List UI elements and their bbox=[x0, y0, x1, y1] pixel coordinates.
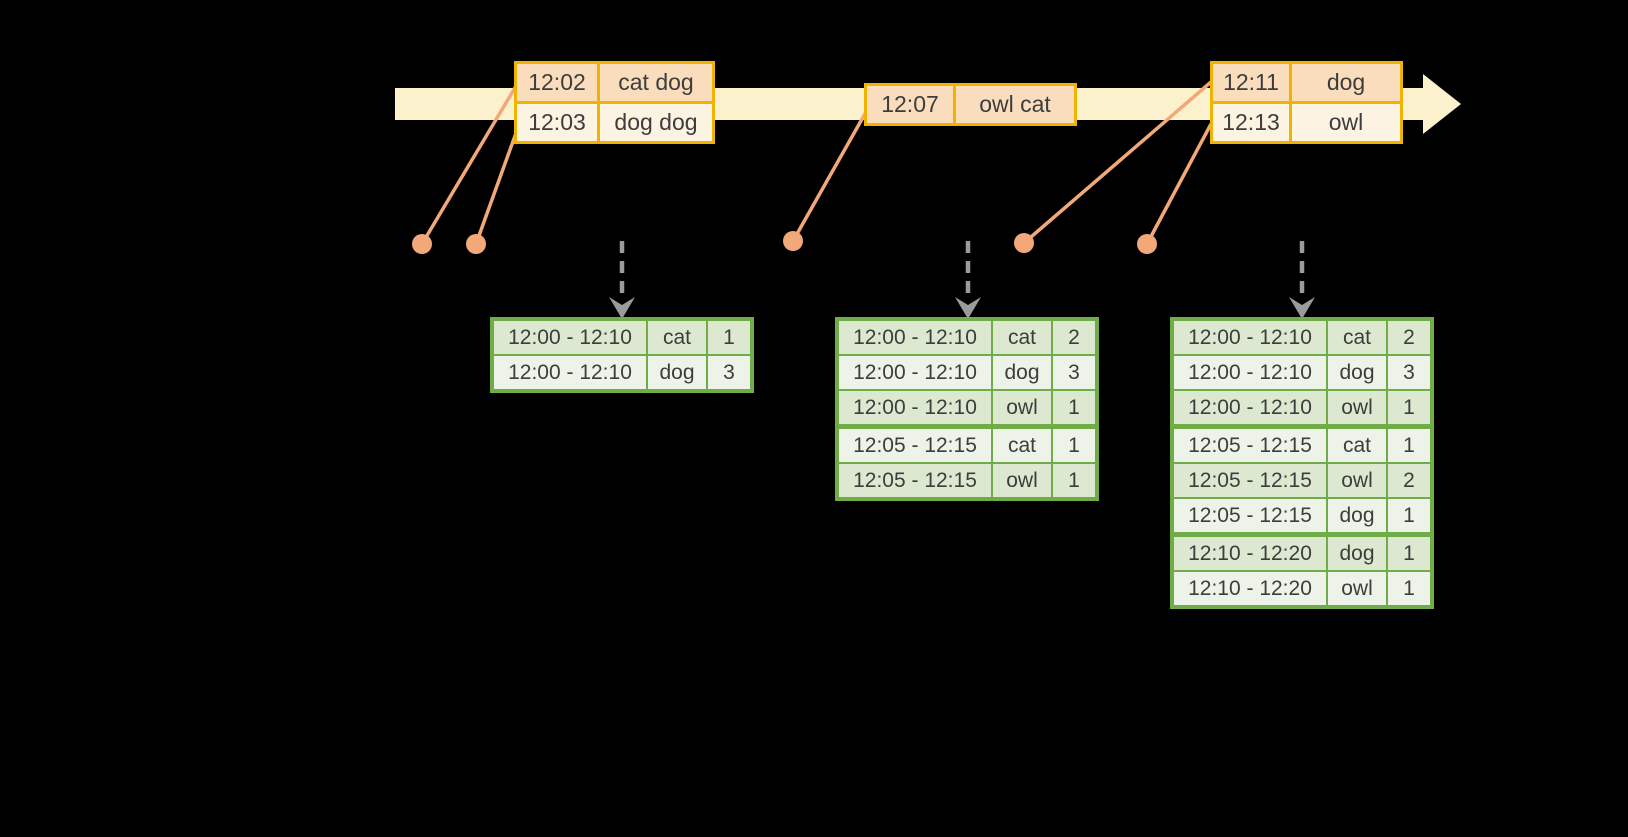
count-cell: 2 bbox=[1053, 321, 1095, 354]
event-connector-lines bbox=[420, 80, 1213, 245]
trigger-arrowhead-icon bbox=[1289, 297, 1315, 319]
window-cell: 12:00 - 12:10 bbox=[839, 391, 991, 424]
event-words-cell: dog bbox=[1292, 64, 1400, 101]
event-dots bbox=[412, 231, 1157, 254]
result-row: 12:00 - 12:10 dog 3 bbox=[494, 356, 750, 389]
result-row: 12:00 - 12:10 owl 1 bbox=[839, 391, 1095, 424]
result-row: 12:05 - 12:15 owl 1 bbox=[839, 464, 1095, 497]
result-row: 12:05 - 12:15 owl 2 bbox=[1174, 464, 1430, 497]
window-cell: 12:00 - 12:10 bbox=[494, 356, 646, 389]
result-table-3: 12:00 - 12:10 cat 2 12:00 - 12:10 dog 3 … bbox=[1170, 317, 1434, 609]
window-cell: 12:10 - 12:20 bbox=[1174, 572, 1326, 605]
event-row: 12:07 owl cat bbox=[867, 86, 1074, 123]
event-connector-line bbox=[1145, 123, 1213, 245]
window-cell: 12:05 - 12:15 bbox=[1174, 464, 1326, 497]
event-time-cell: 12:03 bbox=[517, 104, 597, 141]
window-cell: 12:00 - 12:10 bbox=[494, 321, 646, 354]
window-cell: 12:05 - 12:15 bbox=[839, 464, 991, 497]
result-row: 12:05 - 12:15 cat 1 bbox=[839, 429, 1095, 462]
word-cell: owl bbox=[1328, 572, 1386, 605]
event-dot bbox=[466, 234, 486, 254]
trigger-arrowhead-icon bbox=[955, 297, 981, 319]
result-table-1: 12:00 - 12:10 cat 1 12:00 - 12:10 dog 3 bbox=[490, 317, 754, 393]
window-cell: 12:00 - 12:10 bbox=[1174, 356, 1326, 389]
count-cell: 1 bbox=[1388, 537, 1430, 570]
word-cell: dog bbox=[648, 356, 706, 389]
count-cell: 1 bbox=[1053, 391, 1095, 424]
result-row: 12:10 - 12:20 owl 1 bbox=[1174, 572, 1430, 605]
word-cell: cat bbox=[993, 429, 1051, 462]
event-time-cell: 12:02 bbox=[517, 64, 597, 101]
event-dot bbox=[412, 234, 432, 254]
count-cell: 1 bbox=[1388, 499, 1430, 532]
event-table-1: 12:02 cat dog 12:03 dog dog bbox=[514, 61, 715, 144]
window-cell: 12:05 - 12:15 bbox=[1174, 429, 1326, 462]
word-cell: cat bbox=[993, 321, 1051, 354]
result-row: 12:10 - 12:20 dog 1 bbox=[1174, 537, 1430, 570]
event-row: 12:13 owl bbox=[1213, 104, 1400, 141]
event-dot bbox=[1137, 234, 1157, 254]
count-cell: 2 bbox=[1388, 321, 1430, 354]
event-connector-line bbox=[791, 111, 868, 242]
count-cell: 1 bbox=[708, 321, 750, 354]
result-row: 12:05 - 12:15 cat 1 bbox=[1174, 429, 1430, 462]
event-words-cell: owl bbox=[1292, 104, 1400, 141]
word-cell: owl bbox=[1328, 464, 1386, 497]
event-row: 12:02 cat dog bbox=[517, 64, 712, 101]
event-row: 12:11 dog bbox=[1213, 64, 1400, 101]
word-cell: owl bbox=[1328, 391, 1386, 424]
result-row: 12:00 - 12:10 owl 1 bbox=[1174, 391, 1430, 424]
window-cell: 12:00 - 12:10 bbox=[1174, 321, 1326, 354]
event-table-2: 12:07 owl cat bbox=[864, 83, 1077, 126]
count-cell: 1 bbox=[1388, 391, 1430, 424]
event-row: 12:03 dog dog bbox=[517, 104, 712, 141]
result-table-2: 12:00 - 12:10 cat 2 12:00 - 12:10 dog 3 … bbox=[835, 317, 1099, 501]
event-words-cell: dog dog bbox=[600, 104, 712, 141]
count-cell: 3 bbox=[708, 356, 750, 389]
word-cell: cat bbox=[1328, 429, 1386, 462]
word-cell: owl bbox=[993, 391, 1051, 424]
event-time-cell: 12:07 bbox=[867, 86, 953, 123]
window-cell: 12:00 - 12:10 bbox=[1174, 391, 1326, 424]
event-time-cell: 12:11 bbox=[1213, 64, 1289, 101]
result-row: 12:05 - 12:15 dog 1 bbox=[1174, 499, 1430, 532]
result-row: 12:00 - 12:10 cat 1 bbox=[494, 321, 750, 354]
trigger-arrowhead-icon bbox=[609, 297, 635, 319]
count-cell: 3 bbox=[1053, 356, 1095, 389]
event-connector-line bbox=[1022, 80, 1213, 245]
window-cell: 12:00 - 12:10 bbox=[839, 321, 991, 354]
event-connector-line bbox=[420, 85, 518, 245]
event-words-cell: owl cat bbox=[956, 86, 1074, 123]
word-cell: owl bbox=[993, 464, 1051, 497]
event-connector-line bbox=[474, 121, 522, 245]
event-dot bbox=[783, 231, 803, 251]
window-cell: 12:10 - 12:20 bbox=[1174, 537, 1326, 570]
window-cell: 12:05 - 12:15 bbox=[1174, 499, 1326, 532]
count-cell: 1 bbox=[1053, 464, 1095, 497]
event-table-3: 12:11 dog 12:13 owl bbox=[1210, 61, 1403, 144]
word-cell: cat bbox=[1328, 321, 1386, 354]
event-dot bbox=[1014, 233, 1034, 253]
word-cell: dog bbox=[993, 356, 1051, 389]
count-cell: 1 bbox=[1053, 429, 1095, 462]
word-cell: dog bbox=[1328, 356, 1386, 389]
trigger-arrows bbox=[609, 241, 1315, 319]
window-cell: 12:00 - 12:10 bbox=[839, 356, 991, 389]
count-cell: 1 bbox=[1388, 572, 1430, 605]
result-row: 12:00 - 12:10 dog 3 bbox=[839, 356, 1095, 389]
event-time-cell: 12:13 bbox=[1213, 104, 1289, 141]
count-cell: 3 bbox=[1388, 356, 1430, 389]
result-row: 12:00 - 12:10 dog 3 bbox=[1174, 356, 1430, 389]
event-words-cell: cat dog bbox=[600, 64, 712, 101]
word-cell: cat bbox=[648, 321, 706, 354]
count-cell: 2 bbox=[1388, 464, 1430, 497]
window-cell: 12:05 - 12:15 bbox=[839, 429, 991, 462]
result-row: 12:00 - 12:10 cat 2 bbox=[839, 321, 1095, 354]
count-cell: 1 bbox=[1388, 429, 1430, 462]
result-row: 12:00 - 12:10 cat 2 bbox=[1174, 321, 1430, 354]
word-cell: dog bbox=[1328, 537, 1386, 570]
timeline-arrowhead-icon bbox=[1423, 74, 1461, 134]
word-cell: dog bbox=[1328, 499, 1386, 532]
